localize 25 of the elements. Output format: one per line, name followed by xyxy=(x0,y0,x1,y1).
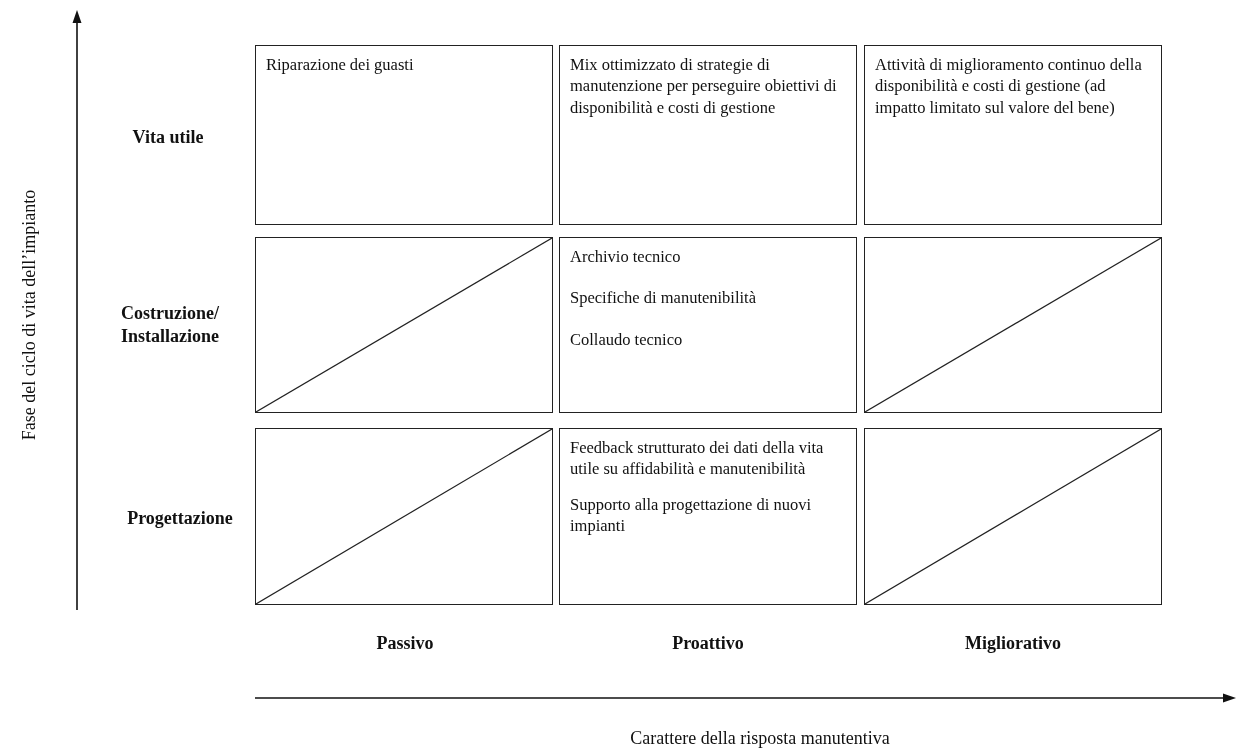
column-heading: Passivo xyxy=(375,632,435,655)
cell-text: Mix ottimizzato di strategie di manutenzione per perseguire obiettivi di disponibilità e costi di gestione xyxy=(570,54,838,119)
crossed-out-cell xyxy=(255,428,553,605)
table-cell xyxy=(255,45,553,225)
table-cell xyxy=(559,237,857,413)
crossed-out-cell xyxy=(864,428,1162,605)
table-cell xyxy=(559,428,857,605)
column-heading: Migliorativo xyxy=(964,632,1062,655)
cell-text: Archivio tecnico xyxy=(570,246,682,268)
cell-text: Feedback strutturato dei dati della vita utile su affidabilità e manutenibilità xyxy=(570,437,825,480)
axis-title: Carattere della risposta manutentiva xyxy=(629,727,891,749)
axis-title: Fase del ciclo di vita dell’impianto xyxy=(18,189,41,441)
table-cell xyxy=(559,45,857,225)
table-cell xyxy=(864,45,1162,225)
row-heading: Progettazione xyxy=(126,507,234,531)
row-heading: Costruzione/ Installazione xyxy=(120,301,220,348)
crossed-out-cell xyxy=(255,237,553,413)
row-heading: Vita utile xyxy=(131,126,205,150)
cell-text: Supporto alla progettazione di nuovi impianti xyxy=(570,493,813,537)
crossed-out-cell xyxy=(864,237,1162,413)
cell-text: Attività di miglioramento continuo della disponibilità e costi di gestione (ad impatto limitato sul valore del bene) xyxy=(875,54,1143,119)
cell-text: Riparazione dei guasti xyxy=(266,54,415,76)
cell-text: Collaudo tecnico xyxy=(570,328,684,351)
column-heading: Proattivo xyxy=(671,632,745,655)
cell-text: Specifiche di manutenibilità xyxy=(570,287,758,309)
